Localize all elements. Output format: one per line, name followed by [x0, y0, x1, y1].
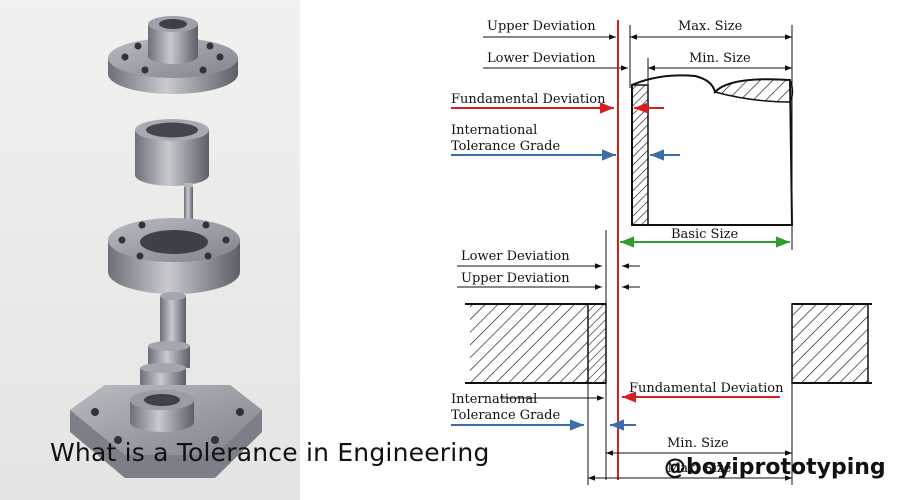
min-size-label: Min. Size	[689, 51, 751, 66]
lower-deviation-label: Lower Deviation	[487, 51, 596, 66]
caption-title: What is a Tolerance in Engineering	[50, 438, 490, 467]
basic-size-dimension: Basic Size	[620, 227, 790, 248]
hub-icon	[108, 218, 240, 294]
shaft-diagram: Upper Deviation Lower Deviation Max. Siz…	[451, 19, 794, 250]
watermark: @boyiprototyping	[664, 455, 886, 480]
basic-size-label: Basic Size	[671, 227, 738, 242]
itg-label-line1: International	[451, 123, 537, 138]
upper-deviation-label: Upper Deviation	[487, 19, 596, 34]
hole-itg-label-line2: Tolerance Grade	[451, 408, 560, 423]
fundamental-deviation-label: Fundamental Deviation	[451, 92, 606, 107]
hole-diagram: Lower Deviation Upper Deviation Fundamen…	[451, 230, 872, 485]
bushing-icon	[135, 119, 209, 186]
max-size-label: Max. Size	[678, 19, 743, 34]
hole-lower-deviation-label: Lower Deviation	[461, 249, 570, 264]
hole-min-size-label: Min. Size	[667, 436, 729, 451]
hole-itg-label-line1: International	[451, 392, 537, 407]
hole-max-size-label: Max. Size	[667, 461, 732, 476]
flange-icon	[108, 16, 238, 94]
itg-label-line2: Tolerance Grade	[451, 139, 560, 154]
hole-fundamental-deviation-label: Fundamental Deviation	[629, 381, 784, 396]
shaft-icon	[140, 292, 190, 396]
key-icon	[184, 183, 193, 221]
hole-upper-deviation-label: Upper Deviation	[461, 271, 570, 286]
base-plate-icon	[70, 385, 262, 478]
